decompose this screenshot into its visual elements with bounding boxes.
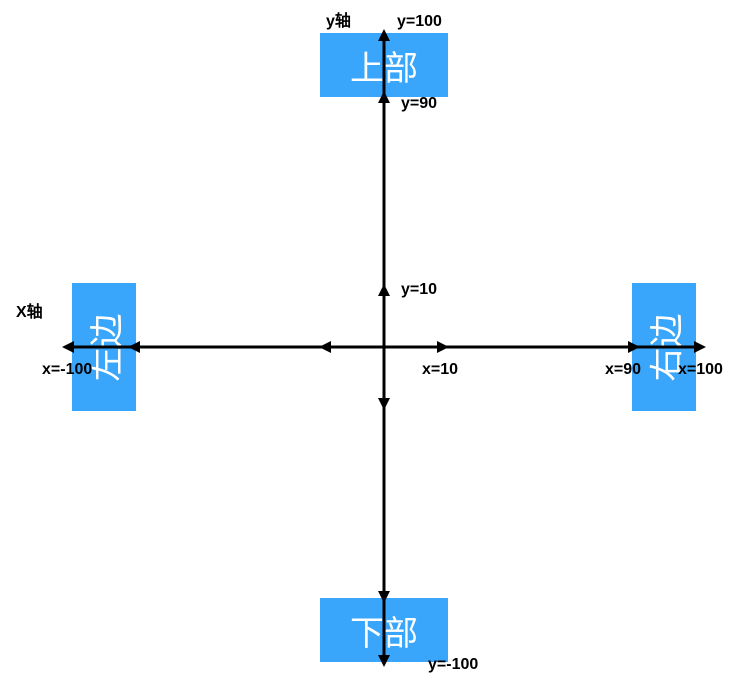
arrow-y-neg10 — [378, 398, 390, 410]
label-y-neg100: y=-100 — [428, 656, 479, 673]
label-y90: y=90 — [401, 95, 438, 112]
label-x100: x=100 — [678, 361, 723, 378]
arrow-x-neg90 — [128, 341, 140, 353]
arrow-y100 — [378, 29, 390, 41]
arrow-y10 — [378, 284, 390, 296]
arrow-y90 — [378, 91, 390, 103]
arrow-x10 — [437, 341, 449, 353]
label-x90: x=90 — [605, 361, 642, 378]
arrow-x100 — [694, 341, 706, 353]
arrow-y-neg100 — [378, 655, 390, 667]
label-x-neg100: x=-100 — [42, 361, 93, 378]
arrow-y-neg90 — [378, 591, 390, 603]
arrow-x90 — [628, 341, 640, 353]
label-y10: y=10 — [401, 281, 438, 298]
label-y100: y=100 — [397, 13, 442, 30]
y-axis-title: y轴 — [326, 13, 351, 30]
x-axis-title: X轴 — [16, 304, 43, 321]
arrow-x-neg10 — [319, 341, 331, 353]
label-x10: x=10 — [422, 361, 459, 378]
arrow-x-neg100 — [62, 341, 74, 353]
